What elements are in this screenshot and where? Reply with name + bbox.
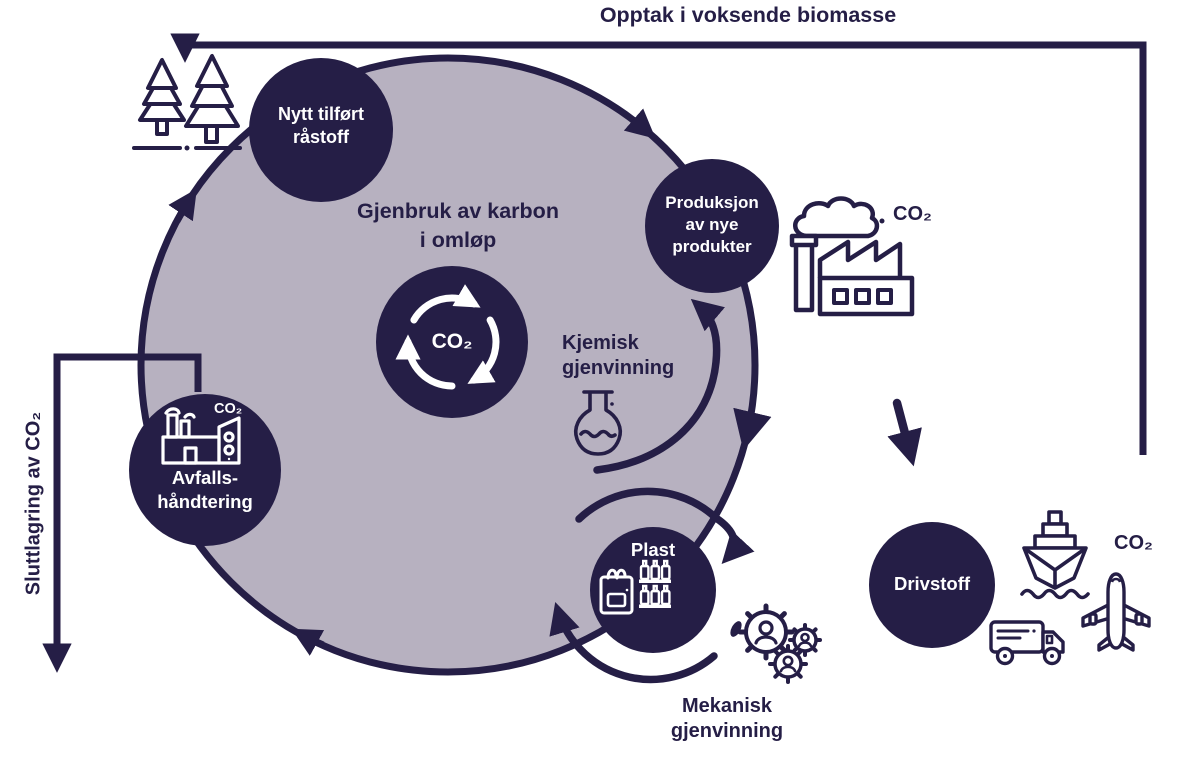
avfall-line2: håndtering — [157, 491, 253, 512]
raastoff-line1: Nytt tilført — [278, 104, 364, 124]
chemical-recycling-label: Kjemisk gjenvinning — [562, 331, 674, 381]
factory-co2-label: CO₂ — [893, 203, 932, 225]
cycle-caption: Gjenbruk av karbon i omløp — [318, 197, 598, 255]
top-flow-label: Opptak i voksende biomasse — [599, 3, 897, 27]
raastoff-line2: råstoff — [292, 127, 349, 147]
ring-arrow-left — [168, 188, 197, 223]
mechanical-recycling-line2: gjenvinning — [670, 720, 784, 742]
node-drivstoff-label: Drivstoff — [893, 573, 971, 594]
ring-arrow-bottom — [291, 628, 325, 656]
node-drivstoff-circle — [869, 522, 995, 648]
node-raastoff-circle — [249, 58, 393, 202]
produksjon-line3: produkter — [672, 237, 752, 256]
co2-storage-label: Sluttlagring av CO₂ — [22, 411, 45, 596]
ring-arrow-top-right — [623, 108, 656, 139]
ship-icon — [1020, 510, 1090, 600]
center-co2-label: CO₂ — [431, 330, 473, 353]
produksjon-line1: Produksjon — [665, 193, 759, 212]
chemical-recycling-line1: Kjemisk — [562, 332, 639, 354]
mechanical-recycling-label: Mekanisk gjenvinning — [627, 694, 827, 744]
node-raastoff-label: Nytt tilført råstoff — [248, 103, 394, 149]
mechanical-recycling-arc-bottom — [549, 601, 718, 684]
ring-arrow-right — [733, 407, 772, 451]
loop-dot — [730, 621, 742, 637]
biomass-uptake-arrow — [170, 33, 1147, 455]
waste-factory-icon — [161, 407, 241, 465]
node-produksjon-label: Produksjon av nye produkter — [644, 192, 780, 258]
flask-icon — [573, 390, 623, 456]
cycle-caption-line2: i omløp — [419, 228, 497, 252]
plastic-bag-icon — [599, 568, 634, 615]
bottle-shelf-icon — [639, 559, 671, 608]
mechanical-recycling-line1: Mekanisk — [681, 695, 773, 717]
plane-icon — [1081, 572, 1151, 652]
cycle-caption-line1: Gjenbruk av karbon — [357, 199, 559, 223]
avfall-co2-label: CO₂ — [214, 401, 243, 417]
produksjon-line2: av nye — [685, 215, 739, 234]
truck-icon — [989, 620, 1065, 666]
node-avfall-label: Avfalls- håndtering — [129, 466, 281, 514]
factory-emissions-icon — [789, 196, 915, 317]
node-produksjon-circle — [645, 159, 779, 293]
transport-co2-label: CO₂ — [1114, 532, 1153, 554]
avfall-line1: Avfalls- — [171, 467, 239, 488]
gears-icon — [737, 603, 822, 684]
chemical-recycling-arc — [593, 298, 726, 474]
node-plast-label: Plast — [630, 539, 676, 560]
fuel-arrow — [887, 398, 922, 467]
trees-icon — [132, 54, 242, 151]
co2-storage-arrow — [42, 353, 202, 673]
chemical-recycling-line2: gjenvinning — [562, 357, 675, 379]
mechanical-recycling-arc-top — [575, 487, 755, 564]
recycling-arrows-icon — [395, 284, 500, 390]
